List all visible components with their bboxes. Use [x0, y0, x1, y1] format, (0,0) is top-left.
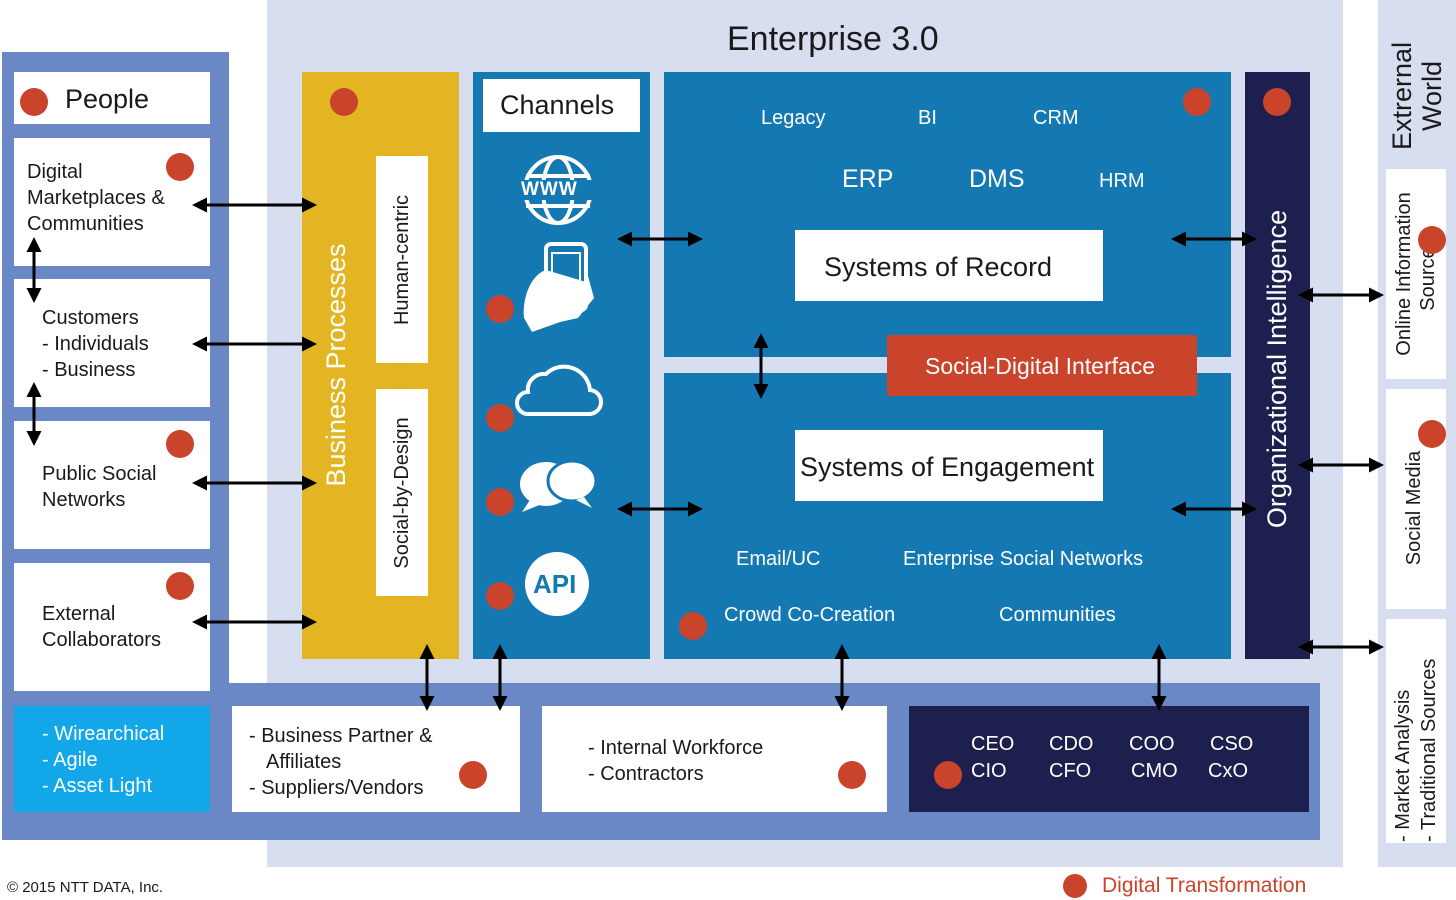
social-by-design-label: Social-by-Design [391, 417, 413, 569]
systems-of-record-box [795, 230, 1103, 301]
executive-role: CDO [1049, 733, 1094, 755]
executive-role: CEO [971, 733, 1015, 755]
diagram-title: Enterprise 3.0 [727, 20, 939, 58]
api-label: API [533, 569, 577, 599]
online-information-sources-label: Online Information Sources [1393, 192, 1439, 356]
copyright-text: © 2015 NTT DATA, Inc. [7, 879, 164, 896]
social-by-design-box [376, 389, 428, 596]
record-tag: BI [918, 107, 937, 129]
external-world-label: Extrernal World [1387, 41, 1447, 151]
executive-role: CFO [1049, 760, 1092, 782]
systems-of-record-panel [664, 72, 1231, 357]
organizational-intelligence-column [1245, 72, 1310, 659]
market-analysis-box [1386, 619, 1446, 843]
executive-role: COO [1129, 733, 1175, 755]
transformation-dot [679, 612, 707, 640]
partners-text: - Business Partner & Affiliates - Suppli… [249, 725, 433, 799]
people-header: People [65, 84, 150, 114]
engagement-tag: Email/UC [736, 548, 821, 570]
channels-header-box [483, 79, 640, 132]
human-centric-label: Human-centric [391, 194, 413, 326]
social-media-label: Social Media [1403, 450, 1425, 566]
workforce-box [542, 706, 887, 812]
transformation-dot [1263, 88, 1291, 116]
social-digital-interface-label: Social-Digital Interface [925, 353, 1156, 379]
executive-role: CxO [1208, 760, 1248, 782]
transformation-dot [486, 295, 514, 323]
record-tag: Legacy [761, 107, 826, 129]
market-analysis-label: - Market Analysis- Traditional Sources [1392, 658, 1440, 842]
channels-header: Channels [500, 90, 615, 120]
people-traits-box [14, 706, 210, 812]
transformation-dot [486, 582, 514, 610]
transformation-dot [934, 761, 962, 789]
business-processes-label: Business Processes [321, 243, 351, 487]
record-tag: HRM [1099, 170, 1145, 192]
people-traits: - Wirearchical- Agile- Asset Light [42, 723, 165, 797]
partners-box [232, 706, 520, 812]
engagement-tag: Enterprise Social Networks [903, 548, 1144, 570]
transformation-dot [1418, 226, 1446, 254]
transformation-dot [838, 761, 866, 789]
transformation-dot [166, 572, 194, 600]
social-digital-interface-box [887, 335, 1197, 396]
executive-role: CSO [1210, 733, 1254, 755]
systems-of-record-label: Systems of Record [824, 252, 1053, 282]
people-item-customers [14, 279, 210, 407]
executive-role: CIO [971, 760, 1007, 782]
systems-of-engagement-box [795, 430, 1103, 501]
engagement-tag: Communities [999, 604, 1116, 626]
transformation-dot [166, 153, 194, 181]
transformation-dot [330, 88, 358, 116]
human-centric-box [376, 156, 428, 363]
systems-of-engagement-panel [664, 373, 1231, 659]
record-tag: DMS [969, 165, 1025, 193]
transformation-dot [486, 488, 514, 516]
record-tag: ERP [842, 165, 894, 193]
legend-dot [1063, 874, 1087, 898]
transformation-dot [20, 88, 48, 116]
transformation-dot [166, 430, 194, 458]
record-tag: CRM [1033, 107, 1079, 129]
www-label: WWW [521, 179, 578, 200]
organizational-intelligence-label: Organizational Intelligence [1262, 209, 1292, 529]
legend-label: Digital Transformation [1102, 874, 1307, 897]
transformation-dot [1418, 420, 1446, 448]
people-item-text: Customers- Individuals- Business [42, 307, 149, 381]
systems-of-engagement-label: Systems of Engagement [800, 452, 1095, 482]
transformation-dot [459, 761, 487, 789]
transformation-dot [1183, 88, 1211, 116]
engagement-tag: Crowd Co-Creation [724, 604, 896, 626]
executives-box [909, 706, 1309, 812]
transformation-dot [486, 404, 514, 432]
api-icon [525, 552, 589, 616]
workforce-text: - Internal Workforce- Contractors [588, 737, 764, 785]
online-information-sources-box [1386, 169, 1446, 379]
executive-role: CMO [1131, 760, 1178, 782]
